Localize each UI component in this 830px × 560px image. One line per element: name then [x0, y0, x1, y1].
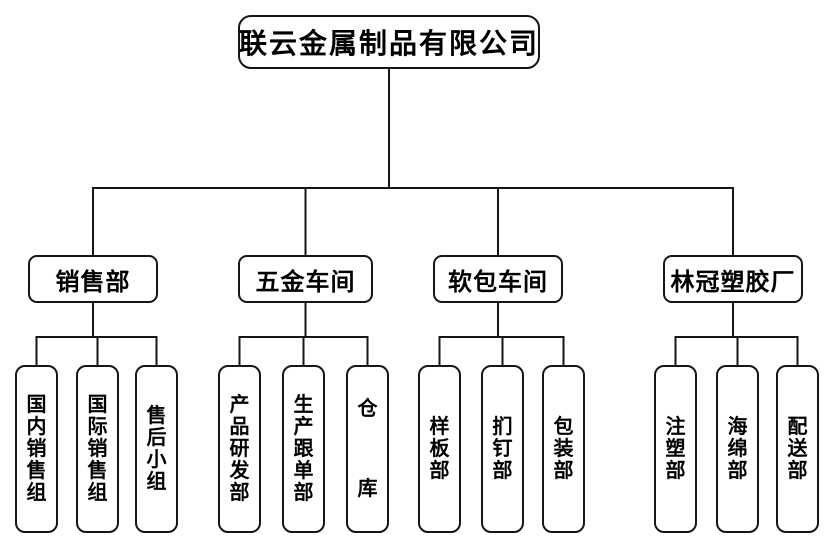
- org-node-packing-dept: 包装部: [542, 365, 585, 533]
- org-node-dept-softpack-workshop: 软包车间: [433, 255, 563, 303]
- org-node-delivery-dept: 配送部: [776, 365, 819, 533]
- org-node-company: 联云金属制品有限公司: [238, 15, 540, 69]
- org-node-dept-plastics-factory: 林冠塑胶厂: [663, 255, 803, 303]
- org-node-warehouse: 仓库: [346, 365, 389, 533]
- org-node-injection-molding-dept: 注塑部: [654, 365, 697, 533]
- org-node-production-merchandising: 生产跟单部: [282, 365, 325, 533]
- org-node-dept-hardware-workshop: 五金车间: [238, 255, 373, 303]
- org-node-after-sales-group: 售后小组: [135, 365, 178, 533]
- org-node-sponge-dept: 海绵部: [716, 365, 759, 533]
- org-node-sample-dept: 样板部: [418, 365, 461, 533]
- org-node-international-sales-group: 国际销售组: [76, 365, 119, 533]
- org-node-domestic-sales-group: 国内销售组: [15, 365, 58, 533]
- org-node-dept-sales: 销售部: [28, 255, 158, 303]
- org-node-product-rnd: 产品研发部: [218, 365, 261, 533]
- org-node-upholstery-nail-dept: 扪钉部: [481, 365, 524, 533]
